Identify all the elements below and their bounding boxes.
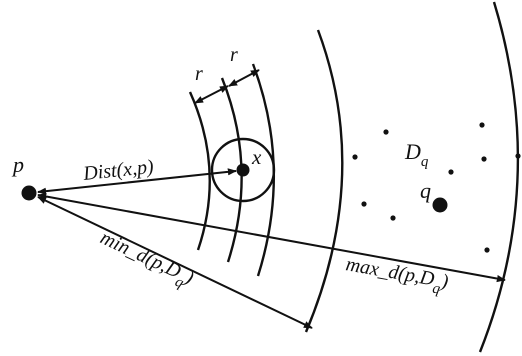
point-q — [432, 197, 448, 213]
dataset-dot — [481, 156, 487, 162]
label-min-distance: min_d(p,Dq) — [94, 227, 197, 295]
dataset-dot — [390, 215, 396, 221]
dataset-dot — [448, 169, 454, 175]
label-q: q — [420, 178, 431, 203]
label-dataset: Dq — [404, 139, 429, 170]
dataset-dot — [484, 247, 490, 253]
label-x: x — [251, 145, 262, 169]
outer-arc — [251, 63, 276, 277]
dataset-dot — [515, 153, 521, 159]
label-p: p — [11, 152, 24, 177]
radius-arrow-left — [194, 85, 229, 104]
point-p — [21, 185, 37, 201]
dataset-dot — [383, 129, 389, 135]
max-distance-arc — [478, 1, 520, 353]
point-x — [236, 163, 250, 177]
dist-arrow — [37, 168, 237, 195]
min-distance-arc — [304, 29, 344, 333]
label-radius-left: r — [195, 63, 203, 85]
max-distance-arrow — [37, 192, 506, 283]
dataset-dot — [361, 201, 367, 207]
label-radius-right: r — [230, 44, 238, 66]
dataset-dot — [479, 122, 485, 128]
dataset-dot — [352, 154, 358, 160]
radius-arrow-right — [228, 69, 260, 87]
